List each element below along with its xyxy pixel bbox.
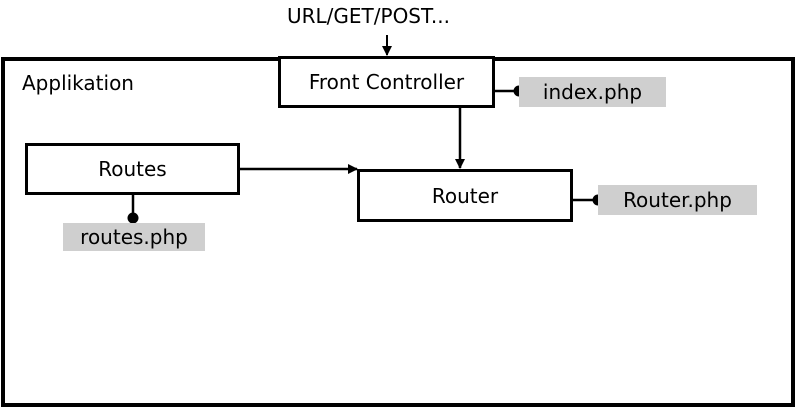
router-label: Router: [431, 183, 499, 208]
router-node: Router: [357, 169, 573, 222]
router-php-tag: Router.php: [598, 185, 757, 215]
index-php-label: index.php: [542, 80, 643, 104]
routes-node: Routes: [25, 143, 240, 195]
routes-php-connector-dot: [127, 212, 139, 224]
request-label: URL/GET/POST...: [287, 4, 450, 28]
front-controller-label: Front Controller: [308, 70, 465, 94]
index-php-tag: index.php: [519, 77, 666, 107]
router-php-label: Router.php: [623, 188, 732, 212]
routes-php-label: routes.php: [80, 225, 188, 249]
routes-label: Routes: [98, 157, 167, 181]
routes-php-tag: routes.php: [63, 223, 205, 251]
front-controller-node: Front Controller: [278, 56, 495, 108]
container-label: Applikation: [22, 71, 134, 95]
